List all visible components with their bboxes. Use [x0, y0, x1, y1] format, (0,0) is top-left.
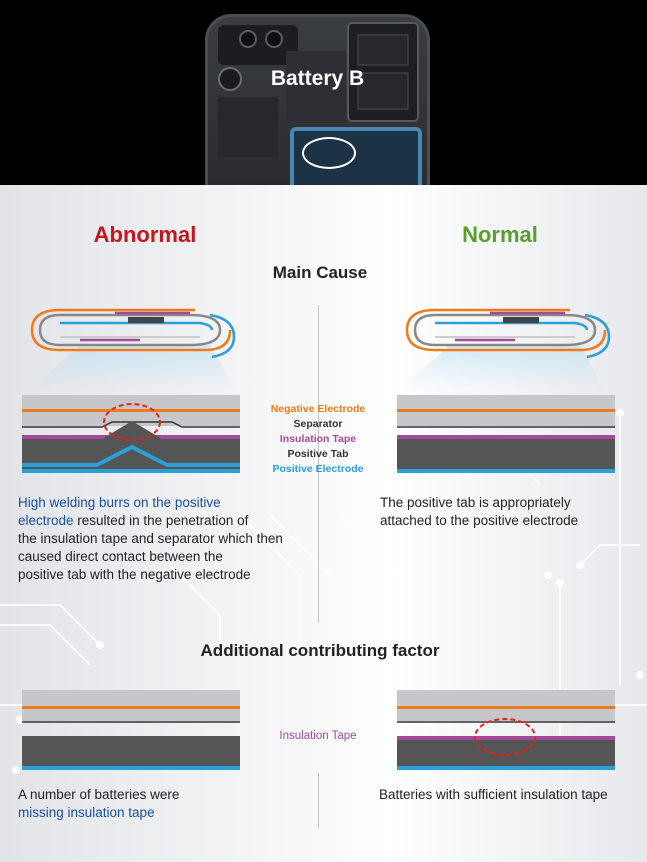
normal-main-caption: The positive tab is appropriately attach…: [380, 494, 640, 530]
phone-photo-area: Battery B: [0, 0, 647, 185]
abnormal-main-caption: High welding burrs on the positive elect…: [18, 494, 308, 584]
abnormal-heading: Abnormal: [93, 222, 197, 247]
phone-internals-image: Battery B: [205, 14, 430, 185]
label-negative-electrode: Negative Electrode: [270, 403, 366, 415]
label-insulation-tape-bottom: Insulation Tape: [279, 730, 357, 742]
circuit-background: [0, 409, 647, 774]
label-positive-electrode: Positive Electrode: [272, 463, 364, 475]
normal-caption-line1: The positive tab is appropriately: [380, 495, 571, 510]
abnormal-additional-line1: A number of batteries were: [18, 787, 180, 802]
abnormal-caption-line5: positive tab with the negative electrode: [18, 567, 251, 582]
abnormal-caption-line2-hl: electrode: [18, 513, 74, 528]
additional-factor-title: Additional contributing factor: [200, 641, 440, 660]
abnormal-caption-line4: caused direct contact between the: [18, 549, 223, 564]
label-separator: Separator: [293, 418, 343, 430]
label-positive-tab: Positive Tab: [287, 448, 349, 460]
column-divider-top: [318, 305, 319, 623]
column-divider-bottom: [318, 773, 319, 828]
comparison-panel: Abnormal Normal Main Cause: [0, 185, 647, 862]
normal-jelly-roll-diagram: [400, 308, 611, 390]
label-insulation-tape: Insulation Tape: [279, 433, 357, 445]
abnormal-caption-line2: electrode resulted in the penetration of: [18, 512, 308, 530]
main-cause-title: Main Cause: [272, 263, 368, 282]
phone-components-drawing: [218, 22, 422, 185]
abnormal-caption-line3: the insulation tape and separator which …: [18, 531, 283, 546]
abnormal-additional-caption: A number of batteries were missing insul…: [18, 786, 308, 822]
abnormal-jelly-roll-diagram: [30, 308, 236, 390]
normal-heading: Normal: [462, 222, 538, 247]
missing-tape-cross-section: [22, 690, 240, 770]
normal-additional-caption: Batteries with sufficient insulation tap…: [379, 786, 644, 804]
abnormal-layer-cross-section: [22, 395, 240, 473]
normal-additional-line1: Batteries with sufficient insulation tap…: [379, 787, 608, 802]
abnormal-caption-line1: High welding burrs on the positive: [18, 495, 221, 510]
battery-highlight-ellipse: [302, 137, 356, 169]
abnormal-additional-line2: missing insulation tape: [18, 805, 155, 820]
sufficient-tape-cross-section: [397, 690, 615, 770]
normal-layer-cross-section: [397, 395, 615, 473]
abnormal-caption-line2-rest: resulted in the penetration of: [73, 513, 249, 528]
battery-b-title: Battery B: [270, 67, 365, 90]
normal-caption-line2: attached to the positive electrode: [380, 513, 579, 528]
